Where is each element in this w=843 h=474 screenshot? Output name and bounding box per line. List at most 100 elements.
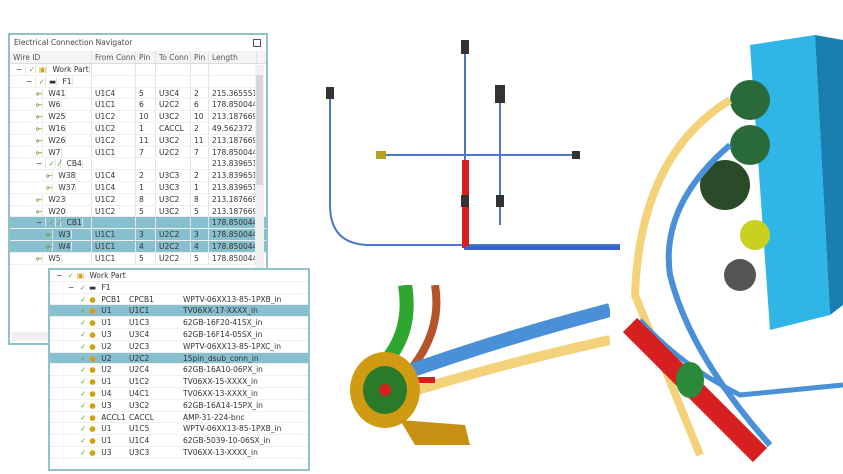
collapse-icon[interactable]: − [33, 159, 46, 169]
column-header-cell[interactable]: Wire ID [10, 51, 92, 63]
scroll-thumb[interactable] [256, 75, 263, 185]
from-pin: 7 [136, 146, 156, 158]
table-row[interactable]: ⟜ W4 U1C1 4 U2C2 4 178.850044 [10, 240, 266, 253]
length: 215.365551 [209, 87, 257, 99]
table-row[interactable]: ✓● ACCL1 CACCL AMP-31-224-bnc [50, 412, 308, 424]
check-icon: ✓ [45, 159, 56, 169]
from-conn: U1C2 [92, 205, 136, 217]
table-row[interactable]: − ✓⁄ CB1 178.850044 [10, 217, 266, 230]
table-row[interactable]: ⟜ W20 U1C2 5 U3C2 5 213.187669 [10, 205, 266, 218]
table-row[interactable]: − ✓▬ F1 [50, 282, 308, 294]
component-name: F1 [101, 282, 111, 292]
column-header-cell[interactable]: Length [209, 51, 257, 63]
table-row[interactable]: ⟜ W7 U1C1 7 U2C2 7 178.850044 [10, 146, 266, 159]
connector-part-icon: ● [89, 353, 96, 363]
column-header-cell[interactable]: To Conn [156, 51, 191, 63]
to-pin: 5 [191, 252, 209, 264]
from-pin [136, 217, 156, 229]
connector-id: U2C3 [129, 341, 150, 351]
table-row[interactable]: ✓● U3 U3C4 62GB-16F14-05SX_in [50, 329, 308, 341]
collapse-icon[interactable]: − [68, 282, 77, 292]
from-conn: U1C2 [92, 111, 136, 122]
check-icon: ✓ [80, 412, 87, 422]
column-header-cell[interactable]: Pin [136, 51, 156, 63]
table-row[interactable]: ✓● U3 U3C3 TV06XX-13-XXXX_in [50, 447, 308, 459]
table-row[interactable]: − ✓▬ F1 [10, 75, 266, 88]
maximize-icon[interactable] [253, 39, 261, 47]
check-icon: ✓ [80, 388, 87, 398]
cable-route [329, 95, 620, 246]
from-conn: U1C2 [92, 122, 136, 134]
component-name: Work Part [89, 271, 126, 280]
connector-id: U1C3 [129, 318, 150, 328]
table-row[interactable]: ✓● PCB1 CPCB1 WPTV-06XX13-85-1PXB_in [50, 294, 308, 306]
connector-part-icon: ● [89, 400, 96, 410]
table-row[interactable]: ✓● U2 U2C2 15pin_dsub_conn_in [50, 352, 308, 365]
check-icon: ✓ [80, 353, 87, 363]
wire-icon: ⟜ [43, 182, 53, 192]
table-row[interactable]: − ✓⁄ CB4 213.839651 [10, 158, 266, 171]
to-pin: 5 [191, 205, 209, 217]
wire-id: W37 [55, 182, 77, 192]
table-row[interactable]: ⟜ W3 U1C1 3 U2C2 3 178.850044 [10, 229, 266, 241]
connector-part-icon: ● [89, 424, 96, 434]
parts-tree: − ✓▣ Work Part − ✓▬ F1 ✓● PCB1 CPCB1 WPT… [50, 270, 308, 459]
wire-id: W20 [45, 206, 67, 216]
from-conn: U1C1 [92, 146, 136, 158]
connector-id [126, 270, 180, 281]
length: 213.187669 [209, 193, 257, 205]
table-row[interactable]: ⟜ W38 U1C4 2 U3C3 2 213.839651 [10, 170, 266, 182]
part-number: TV06XX-13-XXXX_in [183, 388, 258, 398]
from-conn [92, 217, 136, 229]
from-pin: 4 [136, 240, 156, 252]
table-row[interactable]: ✓● U1 U1C4 62GB-5039-10-06SX_in [50, 435, 308, 447]
connector-icon [326, 40, 580, 207]
table-row[interactable]: ⟜ W37 U1C4 1 U3C3 1 213.839651 [10, 181, 266, 194]
collapse-icon[interactable]: − [33, 218, 46, 228]
table-row[interactable]: ✓● U1 U1C5 WPTV-06XX13-85-1PXB_in [50, 423, 308, 436]
connector-id: U1C5 [129, 424, 150, 434]
wire-id: W5 [45, 253, 62, 263]
table-row[interactable]: ⟜ W6 U1C1 6 U2C2 6 178.850044 [10, 99, 266, 112]
connector-part-icon: ● [89, 365, 96, 375]
length: 213.839651 [209, 181, 257, 193]
table-row[interactable]: ✓● U1 U1C1 TV06XX-17-XXXX_in [50, 305, 308, 318]
to-conn: U3C2 [156, 134, 191, 146]
table-row[interactable]: ⟜ W25 U1C2 10 U3C2 10 213.187669 [10, 111, 266, 123]
collapse-icon[interactable]: − [56, 271, 65, 280]
wire-id: W38 [55, 171, 77, 181]
table-row[interactable]: ✓● U1 U1C2 TV06XX-15-XXXX_in [50, 376, 308, 388]
column-header-cell[interactable]: From Conn [92, 51, 136, 63]
table-row[interactable]: ⟜ W26 U1C2 11 U3C2 11 213.187669 [10, 134, 266, 147]
wire-icon: ⟜ [33, 88, 43, 98]
cable-icon: ⁄ [55, 218, 62, 228]
table-row[interactable]: ⟜ W23 U1C2 8 U3C2 8 213.187669 [10, 193, 266, 206]
connector-part-icon: ● [89, 318, 96, 328]
table-row[interactable]: ✓● U1 U1C3 62GB-16F20-41SX_in [50, 317, 308, 329]
from-pin: 6 [136, 99, 156, 111]
from-conn: U1C1 [92, 229, 136, 240]
connector-part-icon: ● [89, 388, 96, 398]
column-header-cell[interactable]: Pin [191, 51, 209, 63]
table-row[interactable]: ✓● U4 U4C1 TV06XX-13-XXXX_in [50, 388, 308, 400]
length: 213.187669 [209, 111, 257, 122]
connector-panel-render [622, 35, 843, 463]
table-row[interactable]: ⟜ W5 U1C1 5 U2C2 5 178.850044 [10, 252, 266, 265]
wire-id: W23 [45, 194, 67, 204]
table-row[interactable]: ✓● U3 U3C2 62GB-16A14-15PX_in [50, 400, 308, 412]
table-row[interactable]: ⟜ W41 U1C4 5 U3C4 2 215.365551 [10, 87, 266, 100]
table-row[interactable]: − ✓▣ Work Part [50, 270, 308, 282]
vertical-scrollbar[interactable] [255, 65, 264, 327]
from-conn: U1C1 [92, 99, 136, 111]
table-row[interactable]: ✓● U2 U2C4 62GB-16A10-06PX_in [50, 364, 308, 377]
wire-id: CB1 [63, 218, 83, 228]
table-row[interactable]: ✓● U2 U2C3 WPTV-06XX13-85-1PXC_in [50, 341, 308, 353]
table-row[interactable]: − ✓▣ Work Part [10, 64, 266, 76]
folder-icon: ▬ [88, 282, 97, 292]
from-pin: 1 [136, 181, 156, 193]
collapse-icon[interactable]: − [23, 76, 36, 86]
to-pin: 2 [191, 122, 209, 134]
table-row[interactable]: ⟜ W16 U1C2 1 CACCL 2 49.562372 [10, 122, 266, 135]
collapse-icon[interactable]: − [13, 65, 26, 74]
